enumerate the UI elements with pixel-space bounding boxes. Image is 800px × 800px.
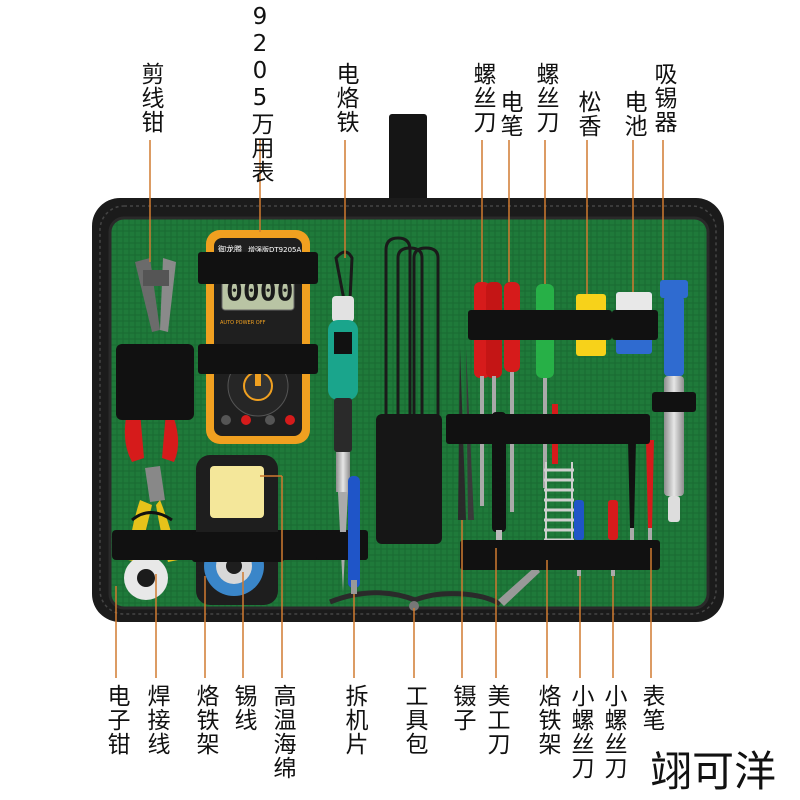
label-soldering-iron: 电烙铁 bbox=[332, 62, 358, 134]
strap-soldering-iron bbox=[316, 532, 368, 560]
mat-border bbox=[108, 216, 710, 610]
zipper-pull bbox=[329, 590, 502, 607]
label-screwdriver-2: 螺丝刀 bbox=[532, 62, 558, 134]
metal-tip bbox=[498, 566, 540, 606]
solder-wire-spool bbox=[124, 556, 168, 600]
label-multimeter: 9205万用表 bbox=[247, 4, 273, 184]
strap-right-mid bbox=[446, 414, 650, 444]
sponge bbox=[210, 466, 264, 518]
label-tin-wire: 锡线 bbox=[230, 684, 256, 732]
case-stitching bbox=[99, 205, 717, 615]
meter-probes bbox=[628, 440, 654, 550]
multimeter-model: 增强版DT9205A bbox=[248, 245, 301, 254]
soldering-iron bbox=[328, 250, 358, 592]
label-screwdriver: 螺丝刀 bbox=[469, 62, 495, 134]
iron-stand-wire bbox=[384, 236, 440, 418]
label-tweezers: 镊子 bbox=[449, 684, 475, 732]
strap-pump-upper bbox=[652, 392, 696, 412]
label-sponge: 高温海绵 bbox=[269, 684, 295, 780]
label-solder-wire: 焊接线 bbox=[143, 684, 169, 756]
strap-wire-cutter bbox=[116, 344, 194, 420]
iron-stand bbox=[196, 455, 278, 605]
strap-right-upper bbox=[468, 310, 612, 340]
tool-pouch bbox=[376, 414, 442, 544]
label-battery: 电池 bbox=[620, 90, 646, 138]
strap-multimeter-mid bbox=[198, 344, 318, 374]
leader-lines bbox=[115, 140, 664, 678]
label-rosin: 松香 bbox=[574, 90, 600, 138]
label-iron-stand-2: 烙铁架 bbox=[534, 684, 560, 756]
label-test-pen: 电笔 bbox=[496, 90, 522, 138]
multimeter-auto-off: AUTO POWER OFF bbox=[220, 320, 266, 326]
label-desoldering-pump: 吸锡器 bbox=[650, 62, 676, 134]
watermark: 翊可洋 bbox=[650, 747, 777, 796]
multimeter-brand: 御龙腾 bbox=[218, 244, 242, 254]
strap-battery bbox=[612, 310, 658, 340]
label-wire-cutter: 剪线钳 bbox=[137, 62, 163, 134]
wire-cutter bbox=[124, 258, 179, 462]
label-tool-bag: 工具包 bbox=[401, 684, 427, 756]
label-meter-probe: 表笔 bbox=[638, 684, 664, 732]
label-small-screwdriver-2: 小螺丝刀 bbox=[600, 684, 626, 780]
label-utility-knife: 美工刀 bbox=[483, 684, 509, 756]
label-small-screwdriver: 小螺丝刀 bbox=[567, 684, 593, 780]
strap-multimeter-top bbox=[198, 252, 318, 284]
label-electronic-pliers: 电子钳 bbox=[103, 684, 129, 756]
label-iron-stand: 烙铁架 bbox=[192, 684, 218, 756]
label-removal-blade: 拆机片 bbox=[341, 684, 367, 756]
strap-iron-stand bbox=[192, 532, 284, 562]
strap-right-lower bbox=[460, 540, 660, 570]
removal-blade bbox=[348, 476, 360, 594]
